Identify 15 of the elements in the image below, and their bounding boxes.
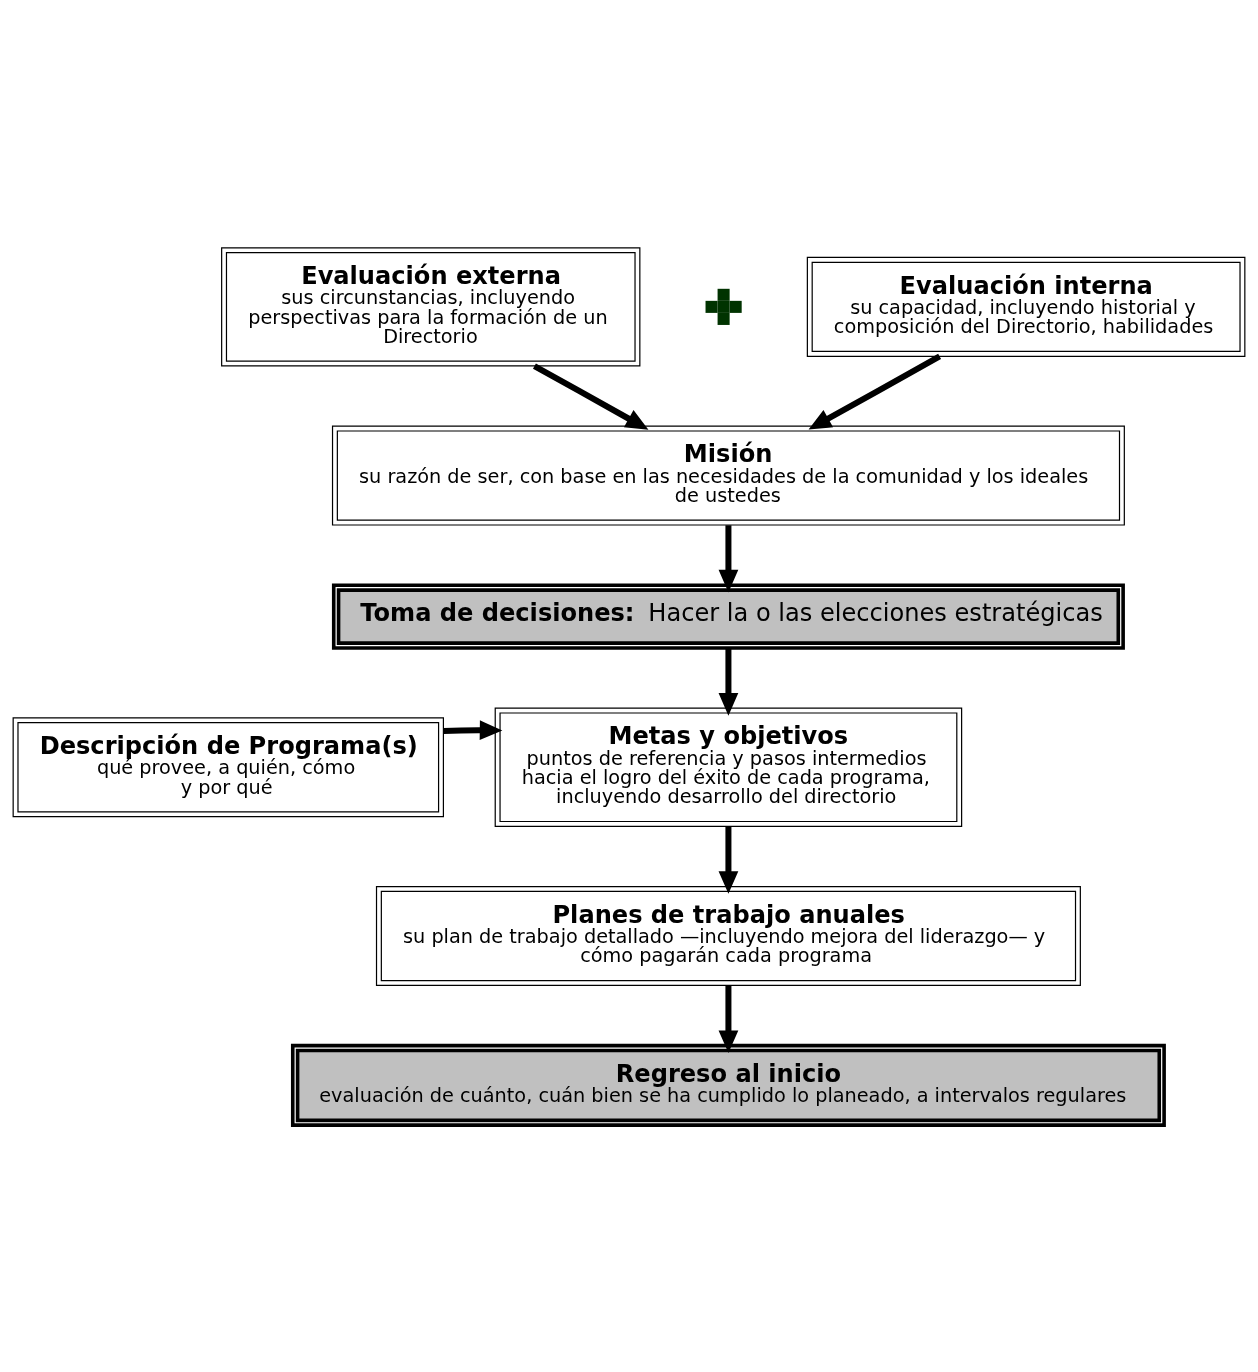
- arrow: [718, 826, 739, 894]
- arrow: [718, 524, 739, 592]
- node-box: Descripción de Programa(s) qué provee, a quién, cómo y por qué: [12, 716, 444, 817]
- arrow: [443, 719, 503, 740]
- node-box: Evaluación externa sus circunstancias, incluyendo perspectivas para la formación de un Directorio: [221, 246, 641, 367]
- node-box: Metas y objetivos puntos de referencia y pasos intermedios hacia el logro del éxito de cada programa, incluyendo desarrollo del directorio: [494, 707, 963, 827]
- arrow: [718, 647, 739, 716]
- node-box: Misión su razón de ser, con base en las necesidades de la comunidad y los ideales de ustedes: [331, 425, 1125, 526]
- node-box: Evaluación interna su capacidad, incluyendo historial y composición del Directorio, habilidades: [806, 256, 1246, 357]
- node-box: Planes de trabajo anuales su plan de trabajo detallado —incluyendo mejora del liderazgo— y cómo pagarán cada programa: [375, 885, 1081, 986]
- node-box: Toma de decisiones: Hacer la o las elecciones estratégicas: [331, 582, 1125, 650]
- node-box: Regreso al inicio evaluación de cuánto, cuán bien se ha cumplido lo planeado, a intervalos regulares: [290, 1043, 1166, 1127]
- arrow: [532, 362, 649, 430]
- arrow: [718, 985, 739, 1053]
- arrow: [808, 353, 942, 430]
